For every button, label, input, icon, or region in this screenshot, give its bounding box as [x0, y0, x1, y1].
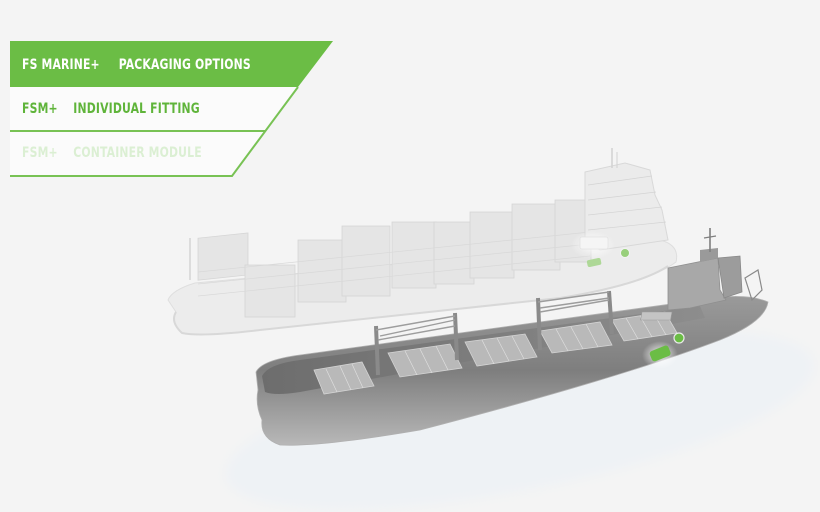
menu-item-label: INDIVIDUAL FITTING	[73, 101, 200, 117]
menu-frame	[10, 41, 333, 177]
bulk-carrier	[255, 228, 769, 446]
menu-item-label: PACKAGING OPTIONS	[118, 57, 251, 73]
packaging-options-menu: FS MARINE+ PACKAGING OPTIONS FSM+ INDIVIDU…	[10, 41, 340, 181]
menu-item-individual-fitting[interactable]: FSM+ INDIVIDUAL FITTING	[10, 87, 200, 131]
menu-item-prefix: FSM+	[22, 101, 58, 117]
menu-item-container-module[interactable]: FSM+ CONTAINER MODULE	[10, 131, 202, 175]
menu-item-label: CONTAINER MODULE	[73, 145, 202, 161]
menu-item-packaging-options[interactable]: FS MARINE+ PACKAGING OPTIONS	[10, 43, 251, 87]
menu-item-prefix: FSM+	[22, 145, 58, 161]
menu-item-prefix: FS MARINE+	[22, 57, 100, 73]
